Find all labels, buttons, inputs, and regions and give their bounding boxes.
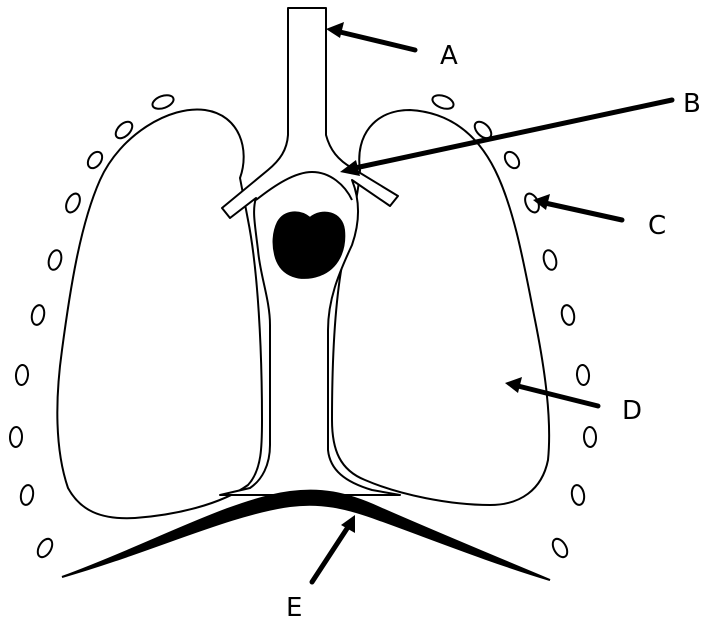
rib bbox=[584, 427, 597, 447]
arrow-e bbox=[312, 515, 355, 582]
rib bbox=[15, 365, 29, 386]
rib bbox=[431, 93, 456, 112]
rib bbox=[570, 484, 585, 506]
label-e: E bbox=[286, 593, 302, 623]
label-b: B bbox=[683, 89, 701, 119]
arrow-a bbox=[326, 22, 415, 50]
rib bbox=[502, 149, 522, 171]
rib bbox=[35, 536, 55, 559]
rib bbox=[63, 191, 82, 214]
rib bbox=[10, 427, 23, 447]
label-a: A bbox=[440, 41, 458, 71]
arrow-c bbox=[533, 194, 622, 220]
rib bbox=[30, 304, 46, 326]
label-d: D bbox=[622, 396, 642, 426]
label-c: C bbox=[648, 211, 666, 241]
rib bbox=[542, 249, 559, 271]
rib bbox=[560, 304, 576, 326]
rib bbox=[19, 484, 34, 506]
rib bbox=[550, 536, 570, 559]
right-lung bbox=[332, 110, 549, 505]
rib bbox=[151, 93, 176, 112]
rib bbox=[85, 149, 105, 171]
rib bbox=[576, 365, 590, 386]
left-lung bbox=[57, 109, 262, 518]
rib bbox=[47, 249, 64, 271]
